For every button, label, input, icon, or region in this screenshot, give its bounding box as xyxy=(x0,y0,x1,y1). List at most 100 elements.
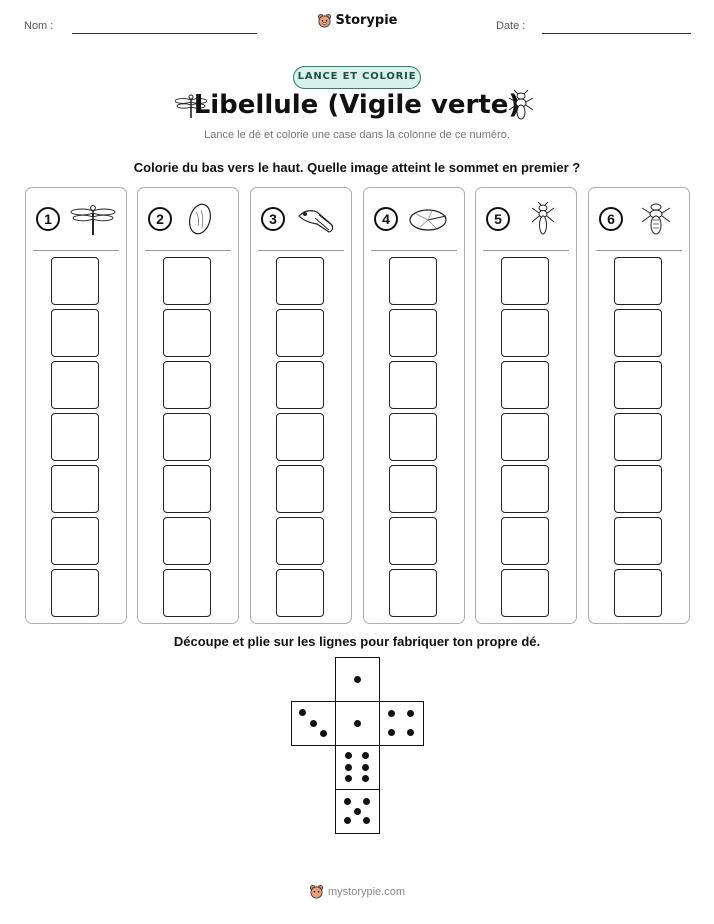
color-box[interactable] xyxy=(51,361,99,409)
brand-name: Storypie xyxy=(335,13,398,28)
color-box[interactable] xyxy=(276,517,324,565)
color-box[interactable] xyxy=(389,413,437,461)
column-divider xyxy=(483,250,569,251)
color-box[interactable] xyxy=(614,517,662,565)
name-label: Nom : xyxy=(24,20,54,32)
name-line[interactable] xyxy=(72,33,257,34)
die-pip xyxy=(309,719,317,727)
color-box[interactable] xyxy=(614,257,662,305)
nymph-jaw-icon xyxy=(295,202,341,236)
die-pip xyxy=(363,817,371,825)
color-box[interactable] xyxy=(614,361,662,409)
color-box[interactable] xyxy=(51,569,99,617)
color-box[interactable] xyxy=(51,517,99,565)
color-box[interactable] xyxy=(51,257,99,305)
die-pip xyxy=(361,763,369,771)
color-box[interactable] xyxy=(389,517,437,565)
die-pip xyxy=(407,709,415,717)
column-divider xyxy=(145,250,231,251)
column-1: 1 xyxy=(25,187,127,624)
color-box[interactable] xyxy=(276,361,324,409)
column-4: 4 xyxy=(363,187,465,624)
column-number: 3 xyxy=(261,207,285,231)
color-box[interactable] xyxy=(276,309,324,357)
page-title: Libellule (Vigile verte) xyxy=(193,90,521,120)
column-header: 2 xyxy=(148,202,232,236)
die-face-6 xyxy=(335,745,380,790)
color-box[interactable] xyxy=(614,569,662,617)
die-pip xyxy=(343,817,351,825)
color-box[interactable] xyxy=(389,361,437,409)
color-box[interactable] xyxy=(501,257,549,305)
color-box[interactable] xyxy=(51,309,99,357)
die-pip xyxy=(361,751,369,759)
dragonfly-icon xyxy=(70,202,116,236)
color-box[interactable] xyxy=(389,309,437,357)
nymph-title-icon-right xyxy=(508,90,534,120)
die-pip xyxy=(345,763,353,771)
color-box[interactable] xyxy=(163,257,211,305)
die-face-1 xyxy=(335,701,380,746)
column-header: 1 xyxy=(36,202,120,236)
column-2: 2 xyxy=(137,187,239,624)
die-pip xyxy=(353,807,361,815)
color-box[interactable] xyxy=(614,413,662,461)
color-box[interactable] xyxy=(501,361,549,409)
die-face-5 xyxy=(335,789,380,834)
column-3: 3 xyxy=(250,187,352,624)
color-box[interactable] xyxy=(163,413,211,461)
color-box[interactable] xyxy=(276,413,324,461)
column-number: 4 xyxy=(374,207,398,231)
color-box[interactable] xyxy=(501,517,549,565)
color-box[interactable] xyxy=(501,413,549,461)
color-box[interactable] xyxy=(389,257,437,305)
column-header: 4 xyxy=(374,202,458,236)
die-pip xyxy=(361,775,369,783)
color-box[interactable] xyxy=(163,309,211,357)
column-number: 6 xyxy=(599,207,623,231)
die-pip xyxy=(353,675,361,683)
die-pip xyxy=(299,709,306,716)
color-box[interactable] xyxy=(51,413,99,461)
color-box[interactable] xyxy=(163,465,211,513)
color-box[interactable] xyxy=(389,465,437,513)
color-box[interactable] xyxy=(276,569,324,617)
dragonfly-title-icon-left xyxy=(175,94,207,118)
color-box[interactable] xyxy=(163,569,211,617)
die-pip xyxy=(353,719,361,727)
die-pip xyxy=(320,730,327,737)
color-box[interactable] xyxy=(614,465,662,513)
date-line[interactable] xyxy=(542,33,691,34)
instruction: Colorie du bas vers le haut. Quelle imag… xyxy=(133,160,581,175)
color-box[interactable] xyxy=(276,465,324,513)
footer-url[interactable]: mystorypie.com xyxy=(327,885,406,898)
activity-badge: LANCE ET COLORIE xyxy=(293,66,421,89)
color-box[interactable] xyxy=(276,257,324,305)
column-6: 6 xyxy=(588,187,690,624)
die-pip xyxy=(407,729,415,737)
color-box[interactable] xyxy=(614,309,662,357)
nymph-icon xyxy=(520,201,566,236)
lily-pad-icon xyxy=(408,202,454,236)
color-box[interactable] xyxy=(501,465,549,513)
storypie-logo-icon xyxy=(317,13,331,28)
column-header: 6 xyxy=(599,202,683,236)
color-box[interactable] xyxy=(163,361,211,409)
column-divider xyxy=(596,250,682,251)
die-pip xyxy=(363,797,371,805)
die-face-3 xyxy=(291,701,336,746)
color-box[interactable] xyxy=(163,517,211,565)
column-divider xyxy=(33,250,119,251)
color-box[interactable] xyxy=(501,569,549,617)
column-divider xyxy=(258,250,344,251)
column-divider xyxy=(371,250,457,251)
column-number: 5 xyxy=(486,207,510,231)
color-box[interactable] xyxy=(389,569,437,617)
cut-instruction: Découpe et plie sur les lignes pour fabr… xyxy=(173,634,541,649)
subtitle: Lance le dé et colorie une case dans la … xyxy=(204,129,510,141)
color-box[interactable] xyxy=(501,309,549,357)
color-box[interactable] xyxy=(51,465,99,513)
die-face-4 xyxy=(379,701,424,746)
die-face-1 xyxy=(335,657,380,702)
die-pip xyxy=(345,751,353,759)
